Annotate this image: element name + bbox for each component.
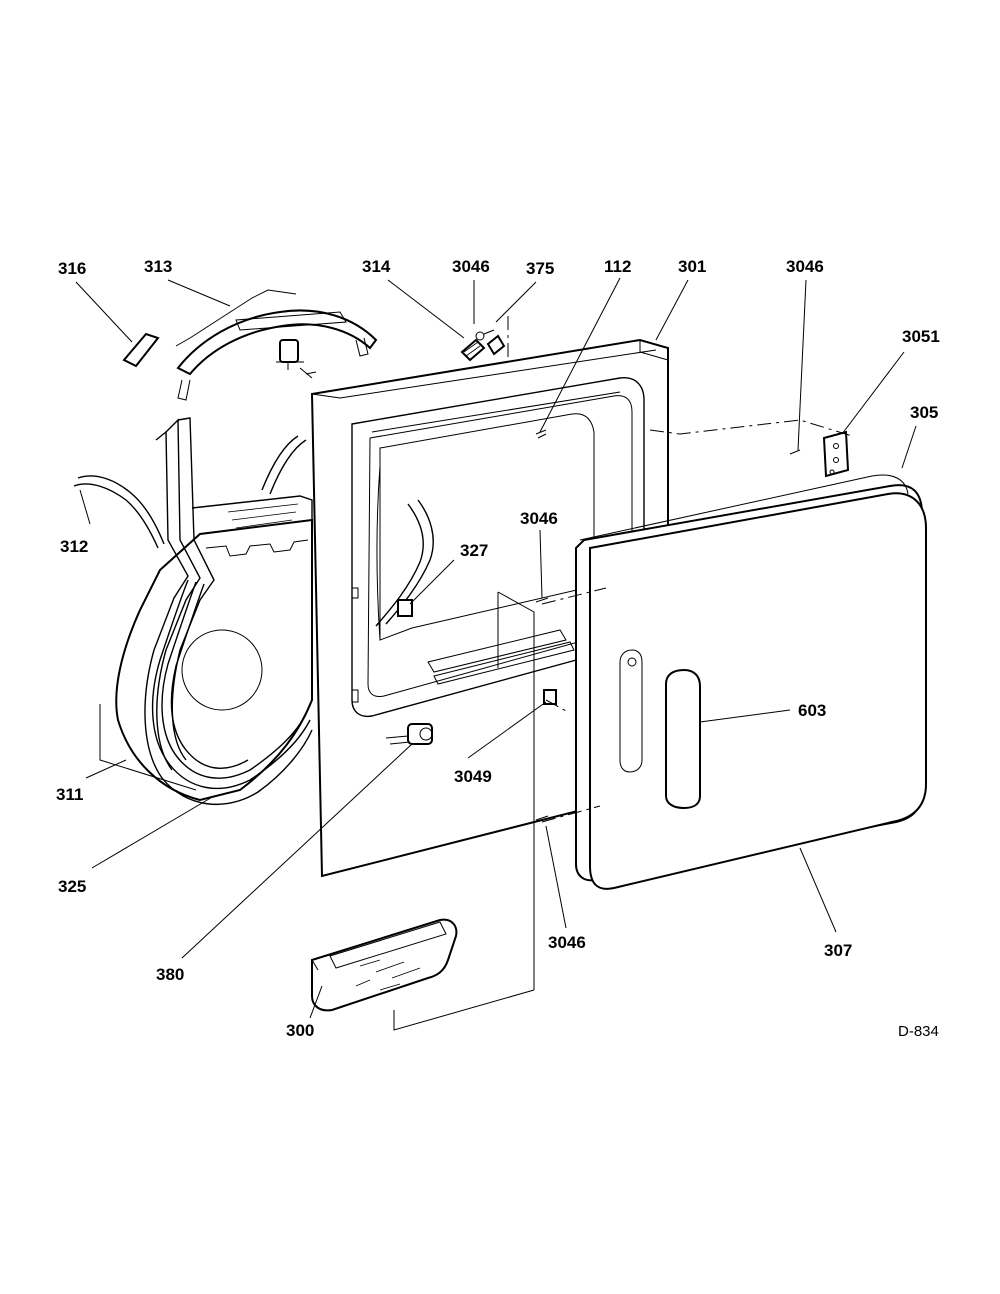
label-3046-right: 3046	[786, 257, 824, 276]
label-300: 300	[286, 1021, 314, 1040]
label-312: 312	[60, 537, 88, 556]
label-305: 305	[910, 403, 938, 422]
alignment-lines	[393, 419, 853, 1031]
label-3049: 3049	[454, 767, 492, 786]
part-labels: 316 313 314 3046 375 112 301 3046 3051 3…	[56, 257, 940, 1040]
label-380: 380	[156, 965, 184, 984]
bulkhead-assembly	[73, 417, 313, 805]
leader-lines	[75, 277, 917, 1019]
label-3046-mid: 3046	[520, 509, 558, 528]
label-301: 301	[678, 257, 706, 276]
label-insert-316	[122, 332, 160, 368]
top-bracket-assembly	[175, 289, 378, 401]
label-313: 313	[144, 257, 172, 276]
label-375: 375	[526, 259, 554, 278]
label-327: 327	[460, 541, 488, 560]
handle-assembly-300	[311, 918, 458, 1012]
label-314: 314	[362, 257, 391, 276]
label-603: 603	[798, 701, 826, 720]
label-3046-bottom: 3046	[548, 933, 586, 952]
label-112: 112	[604, 257, 631, 276]
label-325: 325	[58, 877, 86, 896]
hinge-hardware	[460, 316, 509, 362]
label-316: 316	[58, 259, 86, 278]
label-311: 311	[56, 785, 83, 804]
label-307: 307	[824, 941, 852, 960]
label-3046-top: 3046	[452, 257, 490, 276]
label-3051: 3051	[902, 327, 940, 346]
diagram-code: D-834	[898, 1023, 939, 1040]
door-assembly-307	[575, 430, 927, 890]
